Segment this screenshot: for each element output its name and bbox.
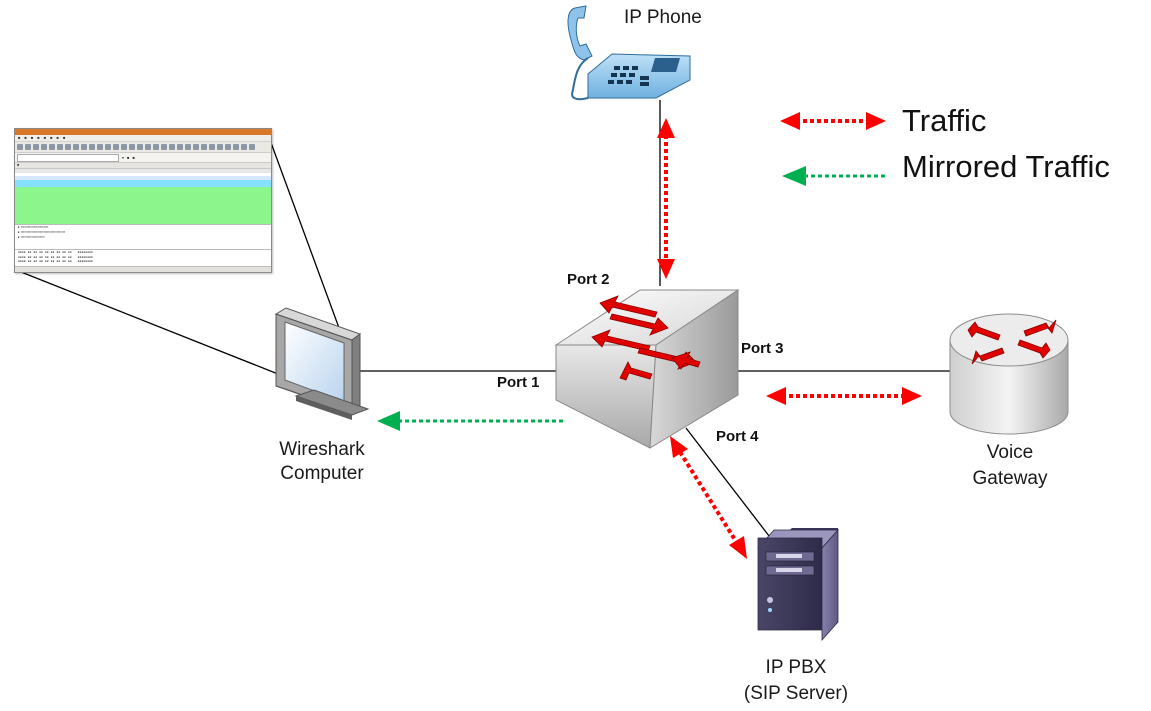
monitor-stand [294,389,370,416]
computer-monitor-icon [274,307,370,420]
server-side-face [821,528,839,642]
traffic-arrow-port2 [657,118,675,279]
ip-phone-icon [567,5,691,101]
wireshark-packet-details: ▸ ▪▪▪▪▪▪▪▪▪▪▪▪▪▪▪▪▪▪▪▪▪▪▪ ▸ ▪▪▪▪▪▪▪▪▪▪▪▪… [15,224,271,249]
link-port4 [685,427,777,546]
switch-side-face [649,289,739,449]
legend-traffic-label: Traffic [902,103,987,138]
legend-mirrored-label: Mirrored Traffic [902,149,1110,184]
mirrored-arrow-port1 [377,411,565,431]
wireshark-packet-bytes: ▪▪▪▪ ▪▪ ▪▪ ▪▪ ▪▪ ▪▪ ▪▪ ▪▪ ▪▪ ▪▪▪▪▪▪▪▪ ▪▪… [15,249,271,267]
legend-traffic-arrow [780,112,886,130]
wireshark-packet-list-header: ■ [15,163,271,169]
mirrored-arrows [377,166,886,431]
wireshark-packet-list [15,169,271,227]
wireshark-label-line2: Computer [280,463,364,484]
wireshark-menu-bar: ■■■■■■■■ [15,135,271,142]
traffic-arrow-port4 [670,436,747,559]
ip-pbx-label-line1: IP PBX [765,657,827,678]
wireshark-label-line1: Wireshark [279,439,365,460]
port-2-label: Port 2 [567,271,610,288]
wireshark-status-bar [15,266,271,272]
traffic-arrow-port3 [766,387,922,405]
server-tower-icon [757,528,839,642]
voice-gateway-label-line2: Gateway [972,468,1048,489]
port-1-label: Port 1 [497,374,540,391]
wireshark-title-bar [15,129,271,135]
ip-phone-label: IP Phone [624,7,702,28]
wireshark-filter-bar: ▾■■ [15,153,271,163]
link-ws-window-top [269,139,343,337]
ip-pbx-label-line2: (SIP Server) [743,683,849,704]
wireshark-window-thumbnail: ■■■■■■■■ ▾■■ ■ ▸ ▪▪▪▪▪▪▪▪▪▪▪▪▪▪▪▪▪▪▪▪▪▪▪… [14,128,272,273]
legend-mirrored-arrow [782,166,886,186]
wireshark-toolbar [15,142,271,153]
link-ws-window-bottom [15,269,284,377]
port-4-label: Port 4 [716,428,759,445]
switch-front-face [555,344,657,449]
voice-gateway-router-icon [949,313,1069,435]
voice-gateway-label-line1: Voice [986,442,1034,463]
connection-lines [15,100,950,546]
port-3-label: Port 3 [741,340,784,357]
traffic-arrows [657,112,922,559]
network-switch-icon [554,289,740,449]
